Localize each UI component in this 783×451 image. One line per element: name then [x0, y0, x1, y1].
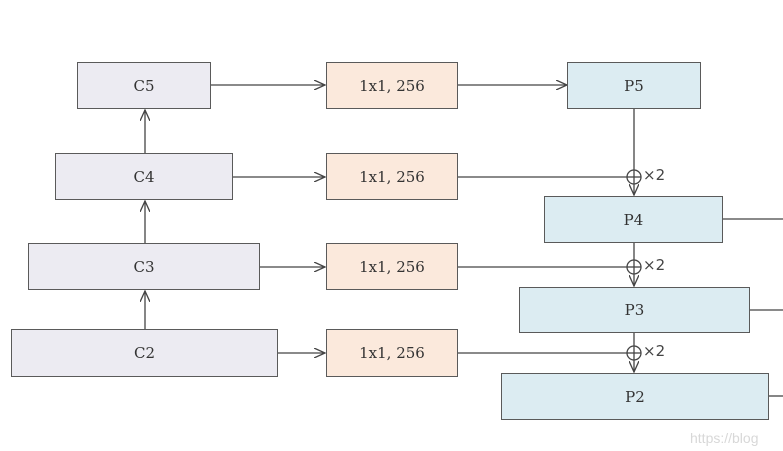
lateral-conv-c3: 1x1, 256 — [326, 243, 458, 290]
backbone-c4: C4 — [55, 153, 233, 200]
sum-node-p3 — [626, 259, 642, 275]
upsample-label-p2: ×2 — [643, 342, 666, 360]
sum-node-p4 — [626, 169, 642, 185]
pyramid-p3: P3 — [519, 287, 750, 333]
lateral-conv-c2: 1x1, 256 — [326, 329, 458, 377]
pyramid-p2: P2 — [501, 373, 769, 420]
sum-node-p2 — [626, 345, 642, 361]
backbone-c3: C3 — [28, 243, 260, 290]
lateral-conv-c5: 1x1, 256 — [326, 62, 458, 109]
backbone-c2: C2 — [11, 329, 278, 377]
watermark-text: https://blog — [690, 430, 759, 446]
lateral-conv-c4: 1x1, 256 — [326, 153, 458, 200]
pyramid-p5: P5 — [567, 62, 701, 109]
backbone-c5: C5 — [77, 62, 211, 109]
pyramid-p4: P4 — [544, 196, 723, 243]
upsample-label-p4: ×2 — [643, 166, 666, 184]
upsample-label-p3: ×2 — [643, 256, 666, 274]
